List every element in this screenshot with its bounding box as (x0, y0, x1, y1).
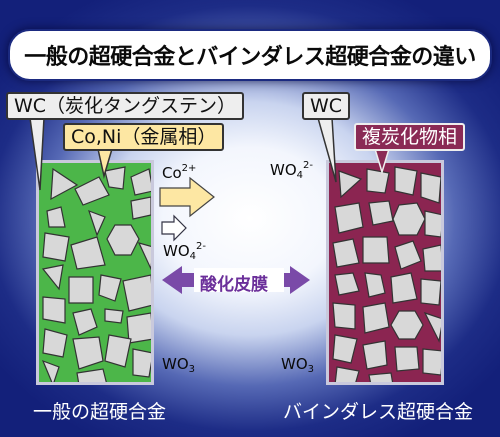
wo4-subscript: 4 (296, 170, 304, 181)
wo3-subscript: 3 (188, 364, 196, 375)
wo4-charge: 2- (303, 160, 313, 171)
diagram-title: 一般の超硬合金とバインダレス超硬合金の違い (24, 45, 476, 70)
conventional-carbide-caption: 一般の超硬合金 (33, 401, 167, 423)
oxide-film-label: 酸化皮膜 (200, 275, 268, 295)
title-banner: 一般の超硬合金とバインダレス超硬合金の違い (8, 29, 492, 81)
wo3-base: WO (281, 355, 308, 373)
wc-label-right: WC (302, 92, 351, 120)
complex-carbide-label: 複炭化物相 (354, 123, 466, 151)
wo4-charge: 2- (196, 241, 206, 252)
co-release-arrow (159, 176, 215, 218)
co-ion-label: Co2+ (162, 163, 197, 182)
wo4-base: WO (163, 242, 190, 260)
binder-phase-label: Co,Ni（金属相） (63, 123, 225, 151)
wc-label-left: WC（炭化タングステン） (6, 92, 245, 120)
oxide-double-arrow (162, 266, 310, 294)
wo4-subscript: 4 (189, 251, 197, 262)
binderless-carbide-panel (326, 160, 444, 385)
wo3-label-right: WO3 (281, 355, 315, 375)
conventional-carbide-panel (36, 160, 154, 385)
binderless-carbide-caption: バインダレス超硬合金 (283, 401, 474, 423)
wo3-subscript: 3 (307, 364, 315, 375)
wo3-base: WO (162, 355, 189, 373)
wo3-label-left: WO3 (162, 355, 196, 375)
co-ion-base: Co (162, 164, 182, 182)
tungstate-ion-label-left: WO42- (163, 241, 206, 262)
wc-grains-right (332, 166, 441, 382)
tungstate-ion-label-right: WO42- (270, 160, 313, 181)
co-ion-charge: 2+ (181, 163, 197, 174)
wo4-base: WO (270, 161, 297, 179)
wc-grains-left (41, 166, 151, 382)
wo4-release-arrow (161, 214, 187, 242)
